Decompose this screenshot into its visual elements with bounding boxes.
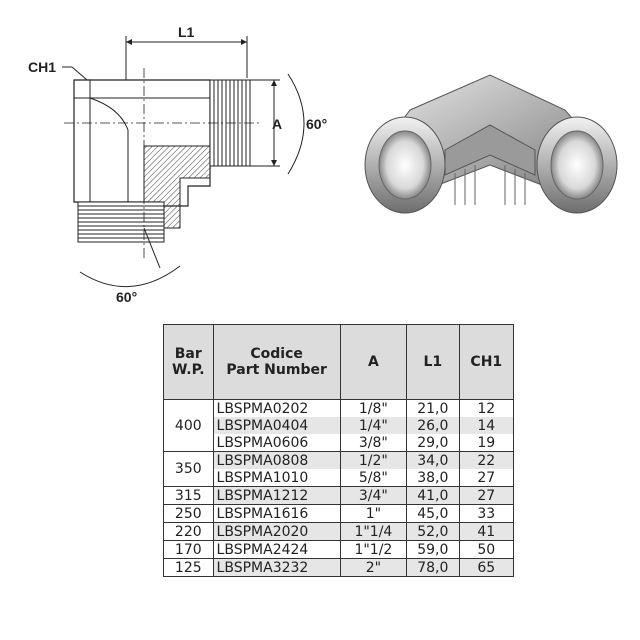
cell-ch1: 27 xyxy=(458,469,515,487)
cell-ch1: 65 xyxy=(458,558,515,577)
cell-part-number: LBSPMA0808 xyxy=(212,451,341,469)
cell-bar-wp: 250 xyxy=(163,504,214,523)
cell-a: 1"1/2 xyxy=(339,540,408,559)
cell-part-number: LBSPMA1212 xyxy=(212,486,341,505)
cell-a: 3/4" xyxy=(339,486,408,505)
cell-l1: 78,0 xyxy=(406,558,460,577)
cell-bar-wp: 350 xyxy=(163,451,214,487)
cell-bar-wp: 125 xyxy=(163,558,214,577)
a-dimension-label: A xyxy=(272,116,282,132)
technical-drawing: L1 CH1 A 60° 60° xyxy=(28,24,327,305)
fitting-3d-render xyxy=(364,74,618,214)
cell-l1: 52,0 xyxy=(406,522,460,541)
cell-a: 2" xyxy=(339,558,408,577)
cell-l1: 34,0 xyxy=(406,451,460,469)
cell-part-number: LBSPMA3232 xyxy=(212,558,341,577)
cell-bar-wp: 170 xyxy=(163,540,214,559)
cell-l1: 21,0 xyxy=(406,399,460,417)
cell-ch1: 33 xyxy=(458,504,515,523)
cell-ch1: 50 xyxy=(458,540,515,559)
cell-part-number: LBSPMA0404 xyxy=(212,417,341,434)
cell-bar-wp: 220 xyxy=(163,522,214,541)
cell-part-number: LBSPMA0202 xyxy=(212,399,341,417)
cell-l1: 41,0 xyxy=(406,486,460,505)
header-wp-text: W.P. xyxy=(171,362,205,378)
cell-l1: 45,0 xyxy=(406,504,460,523)
cell-l1: 29,0 xyxy=(406,434,460,452)
cell-l1: 59,0 xyxy=(406,540,460,559)
cell-a: 1/8" xyxy=(339,399,408,417)
l1-dimension-label: L1 xyxy=(178,24,195,40)
cell-part-number: LBSPMA2020 xyxy=(212,522,341,541)
cell-part-number: LBSPMA1010 xyxy=(212,469,341,487)
cell-bar-wp: 315 xyxy=(163,486,214,505)
ch1-label: CH1 xyxy=(28,59,56,75)
cell-a: 1"1/4 xyxy=(339,522,408,541)
header-bar-text: Bar xyxy=(174,346,202,362)
angle-bottom-label: 60° xyxy=(116,289,137,305)
header-a: A xyxy=(339,324,408,400)
cell-a: 1/2" xyxy=(339,451,408,469)
cell-a: 1" xyxy=(339,504,408,523)
cell-bar-wp: 400 xyxy=(163,399,214,452)
cell-l1: 38,0 xyxy=(406,469,460,487)
header-ch1: CH1 xyxy=(458,324,515,400)
cell-part-number: LBSPMA1616 xyxy=(212,504,341,523)
angle-right-label: 60° xyxy=(306,116,327,132)
cell-ch1: 41 xyxy=(458,522,515,541)
cell-ch1: 22 xyxy=(458,451,515,469)
cell-part-number: LBSPMA2424 xyxy=(212,540,341,559)
header-l1: L1 xyxy=(406,324,460,400)
cell-a: 5/8" xyxy=(339,469,408,487)
cell-ch1: 12 xyxy=(458,399,515,417)
cell-a: 3/8" xyxy=(339,434,408,452)
cell-ch1: 27 xyxy=(458,486,515,505)
header-part-number-text: Part Number xyxy=(226,362,327,378)
cell-a: 1/4" xyxy=(339,417,408,434)
cell-ch1: 14 xyxy=(458,417,515,434)
cell-l1: 26,0 xyxy=(406,417,460,434)
header-codice-text: Codice xyxy=(250,346,303,362)
cell-part-number: LBSPMA0606 xyxy=(212,434,341,452)
cell-ch1: 19 xyxy=(458,434,515,452)
